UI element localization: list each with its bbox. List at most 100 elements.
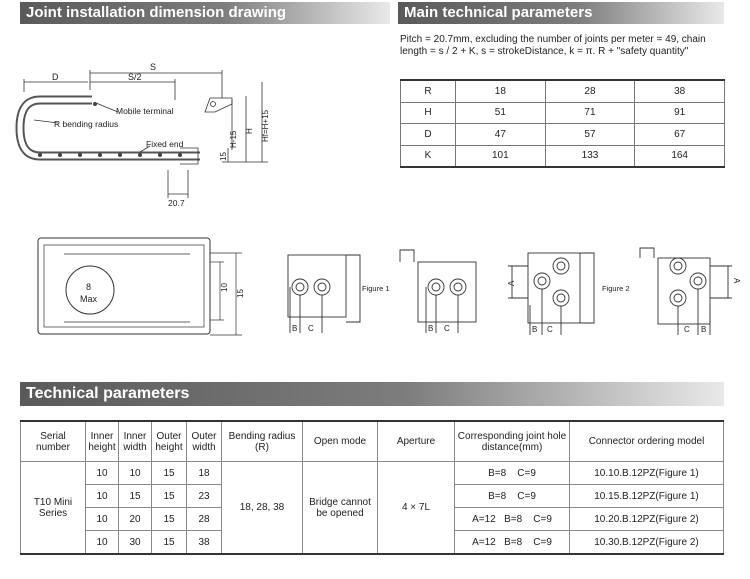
label-pitch: 20.7 xyxy=(168,198,185,208)
header-bending: Bending radius (R) xyxy=(221,420,303,462)
cell-inner-width: 20 xyxy=(118,507,152,531)
table-row: D 47 57 67 xyxy=(400,123,725,146)
cell-inner-height: 10 xyxy=(85,530,119,555)
cell-outer-width: 18 xyxy=(186,461,222,485)
cell-outer-width: 23 xyxy=(186,484,222,508)
label-figure2: Figure 2 xyxy=(602,284,630,293)
table-header-row: Serial number Inner height Inner width O… xyxy=(20,420,724,462)
header-inner-height: Inner height xyxy=(85,420,119,462)
figure2-left-block xyxy=(527,252,581,324)
cell-inner-height: 10 xyxy=(85,484,119,508)
pitch-description: Pitch = 20.7mm, excluding the number of … xyxy=(400,34,706,57)
cell-model: 10.20.B.12PZ(Figure 2) xyxy=(569,507,724,531)
header-aperture: Aperture xyxy=(377,420,455,462)
tech-params-table: Serial number Inner height Inner width O… xyxy=(20,420,724,555)
label-b: B xyxy=(532,325,537,334)
cell-inner-width: 30 xyxy=(118,530,152,555)
header-hole: Corresponding joint hole distance(mm) xyxy=(454,420,570,462)
table-row: 10 30 15 38 A=12 B=8 C=9 10.30.B.12PZ(Fi… xyxy=(21,530,724,555)
label-c: C xyxy=(308,324,314,333)
param-value: 71 xyxy=(544,101,636,124)
label-a: A xyxy=(732,278,741,284)
open-mode-cell: Bridge cannot be opened xyxy=(302,461,378,555)
param-value: 91 xyxy=(634,101,725,124)
label-hf: Hf=H+15 xyxy=(261,109,270,142)
param-value: 28 xyxy=(544,79,636,103)
cell-outer-height: 15 xyxy=(151,507,187,531)
label-max: Max xyxy=(80,294,98,304)
param-value: 38 xyxy=(634,79,725,103)
cell-outer-width: 38 xyxy=(186,530,222,555)
joint-installation-drawing: S S/2 D Mobile terminal R bending radius… xyxy=(15,62,270,208)
figure2-right-block xyxy=(657,257,711,325)
table-row: H 51 71 91 xyxy=(400,101,725,124)
param-value: 133 xyxy=(544,144,636,168)
label-b: B xyxy=(428,324,433,333)
cell-hole: B=8 C=9 xyxy=(454,461,570,485)
param-label: D xyxy=(400,123,456,146)
param-value: 18 xyxy=(455,79,546,103)
header-inner-width: Inner width xyxy=(118,420,152,462)
cell-outer-height: 15 xyxy=(151,530,187,555)
figure-1-drawing: Figure 1 B C B C xyxy=(287,249,477,333)
label-d: D xyxy=(52,72,59,82)
label-dim15: 15 xyxy=(236,289,245,298)
figure-2-drawing: Figure 2 A A B C C B xyxy=(507,247,741,335)
aperture-cell: 4 × 7L xyxy=(377,461,455,555)
label-dim10: 10 xyxy=(220,283,229,292)
param-value: 51 xyxy=(455,101,546,124)
header-outer-width: Outer width xyxy=(186,420,222,462)
label-max-num: 8 xyxy=(86,282,91,292)
param-label: K xyxy=(400,144,456,168)
header-connector: Connector ordering model xyxy=(569,420,724,462)
table-row: T10 Mini Series 10 10 15 18 18, 28, 38 B… xyxy=(20,461,724,555)
table-row: K 101 133 164 xyxy=(400,144,725,168)
label-mobile-terminal: Mobile terminal xyxy=(116,106,174,116)
label-fixed-end: Fixed end xyxy=(146,139,184,149)
main-params-title: Main technical parameters xyxy=(398,2,724,24)
param-label: H xyxy=(400,101,456,124)
cell-hole: A=12 B=8 C=9 xyxy=(454,530,570,555)
label-s: S xyxy=(150,62,156,72)
cell-hole: A=12 B=8 C=9 xyxy=(454,507,570,531)
cell-model: 10.10.B.12PZ(Figure 1) xyxy=(569,461,724,485)
param-value: 101 xyxy=(455,144,546,168)
label-h: H xyxy=(245,128,254,134)
label-h15: H-15 xyxy=(229,130,238,148)
label-c: C xyxy=(684,325,690,334)
cell-hole: B=8 C=9 xyxy=(454,484,570,508)
cable-circle xyxy=(65,265,115,315)
cell-outer-width: 28 xyxy=(186,507,222,531)
table-row: 10 20 15 28 A=12 B=8 C=9 10.20.B.12PZ(Fi… xyxy=(21,507,724,531)
header-serial: Serial number xyxy=(20,420,86,462)
figure1-right-block xyxy=(417,261,477,323)
param-value: 67 xyxy=(634,123,725,146)
param-value: 47 xyxy=(455,123,546,146)
cell-inner-height: 10 xyxy=(85,507,119,531)
joint-drawing-title: Joint installation dimension drawing xyxy=(20,2,390,24)
cross-section-drawing: 8 Max 10 15 xyxy=(37,237,245,336)
cell-outer-height: 15 xyxy=(151,461,187,485)
cell-inner-width: 10 xyxy=(118,461,152,485)
cell-outer-height: 15 xyxy=(151,484,187,508)
param-label: R xyxy=(400,79,456,103)
label-v15: 15 xyxy=(219,152,228,161)
series-cell: T10 Mini Series xyxy=(20,461,86,555)
param-value: 57 xyxy=(544,123,636,146)
main-params-table: R 18 28 38 H 51 71 91 D 47 57 67 K 101 1… xyxy=(400,79,725,168)
header-outer-height: Outer height xyxy=(151,420,187,462)
cell-inner-width: 15 xyxy=(118,484,152,508)
label-c: C xyxy=(547,325,553,334)
table-row: R 18 28 38 xyxy=(400,79,725,103)
label-bending-radius: R bending radius xyxy=(54,119,118,129)
label-b: B xyxy=(292,324,297,333)
cell-model: 10.30.B.12PZ(Figure 2) xyxy=(569,530,724,555)
cell-model: 10.15.B.12PZ(Figure 1) xyxy=(569,484,724,508)
label-b: B xyxy=(701,325,706,334)
label-figure1: Figure 1 xyxy=(362,284,390,293)
label-s-half: S/2 xyxy=(128,72,142,82)
figure1-left-block xyxy=(287,254,347,318)
param-value: 164 xyxy=(634,144,725,168)
cross-section-outline xyxy=(37,237,211,335)
bending-cell: 18, 28, 38 xyxy=(221,461,303,555)
